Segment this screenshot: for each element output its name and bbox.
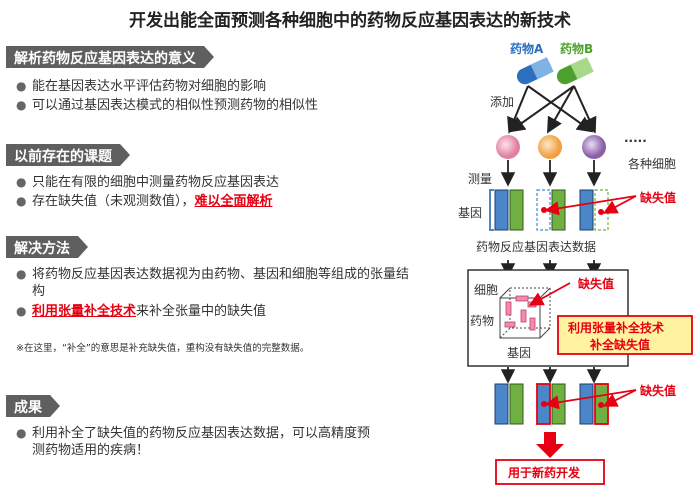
to-completed-arrows <box>500 367 602 384</box>
missing-value-pointer-1 <box>544 195 637 216</box>
page-title: 开发出能全面预测各种细胞中的药物反应基因表达的新技术 <box>129 11 571 31</box>
cell-orange <box>538 135 562 159</box>
expression-columns-1 <box>489 189 609 231</box>
dots-label: ····· <box>624 134 647 148</box>
missing-dot-a <box>541 207 547 213</box>
expression-columns-2 <box>494 383 609 425</box>
bullet-solution-2-highlight: 利用张量补全技术 <box>32 304 137 319</box>
tensor-drug-label: 药物 <box>470 314 495 328</box>
bullet-solution-2: 利用张量补全技术来补全张量中的缺失值 <box>16 303 266 320</box>
missing-label-1: 缺失值 <box>640 191 677 205</box>
tensor-gene-label: 基因 <box>507 346 532 360</box>
measure-label: 测量 <box>468 172 493 186</box>
drug-a-label: 药物A <box>510 42 544 56</box>
outcome-arrow <box>536 432 564 458</box>
gene-label: 基因 <box>458 206 483 220</box>
measure-arrows <box>500 160 602 187</box>
drug-a-capsule <box>516 57 554 85</box>
bullet-problems-2-text: 存在缺失值（未观测数值）， <box>32 194 195 209</box>
cell-pink <box>496 135 520 159</box>
bullet-result-1: 利用补全了缺失值的药物反应基因表达数据，可以高精度预测药物适用的疾病！ <box>16 425 376 459</box>
outcome-label: 用于新药开发 <box>508 466 581 480</box>
missing-value-pointer-2 <box>528 282 571 306</box>
completion-callout-box <box>557 315 693 355</box>
section-heading-significance: 解析药物反应基因表达的意义 <box>6 46 214 68</box>
bullet-problems-2-highlight: 难以全面解析 <box>194 194 273 209</box>
missing-label-3: 缺失值 <box>640 384 677 398</box>
drug-b-label: 药物B <box>560 42 594 56</box>
filled-dot-b <box>598 402 604 408</box>
bullet-significance-1: 能在基因表达水平评估药物对细胞的影响 <box>16 78 266 95</box>
tensor-cell-label: 细胞 <box>474 283 499 297</box>
bullet-problems-2: 存在缺失值（未观测数值），难以全面解析 <box>16 193 273 210</box>
bullet-significance-2: 可以通过基因表达模式的相似性预测药物的相似性 <box>16 97 318 114</box>
missing-label-2: 缺失值 <box>578 277 615 291</box>
cells-label: 各种细胞 <box>628 157 677 171</box>
add-label: 添加 <box>490 95 515 109</box>
outcome-box <box>495 459 605 485</box>
section-heading-solution: 解决方法 <box>6 236 88 258</box>
data-label: 药物反应基因表达数据 <box>476 240 597 254</box>
missing-value-pointer-3 <box>544 389 637 410</box>
completion-line-2: 补全缺失值 <box>590 338 651 352</box>
cell-purple <box>582 135 606 159</box>
completion-line-1: 利用张量补全技术 <box>568 321 665 335</box>
filled-dot-a <box>541 401 547 407</box>
missing-dot-b <box>598 209 604 215</box>
bullet-solution-1: 将药物反应基因表达数据视为由药物、基因和细胞等组成的张量结构 <box>16 266 416 300</box>
add-arrows <box>507 85 597 134</box>
drug-b-capsule <box>556 57 594 85</box>
bullet-problems-1: 只能在有限的细胞中测量药物反应基因表达 <box>16 174 279 191</box>
section-heading-result: 成果 <box>6 395 60 417</box>
bullet-solution-2-text: 来补全张量中的缺失值 <box>136 304 267 319</box>
section-heading-problems: 以前存在的课题 <box>6 144 130 166</box>
completion-note: ※在这里，“补全”的意思是补充缺失值，重构没有缺失值的完整数据。 <box>16 343 310 354</box>
